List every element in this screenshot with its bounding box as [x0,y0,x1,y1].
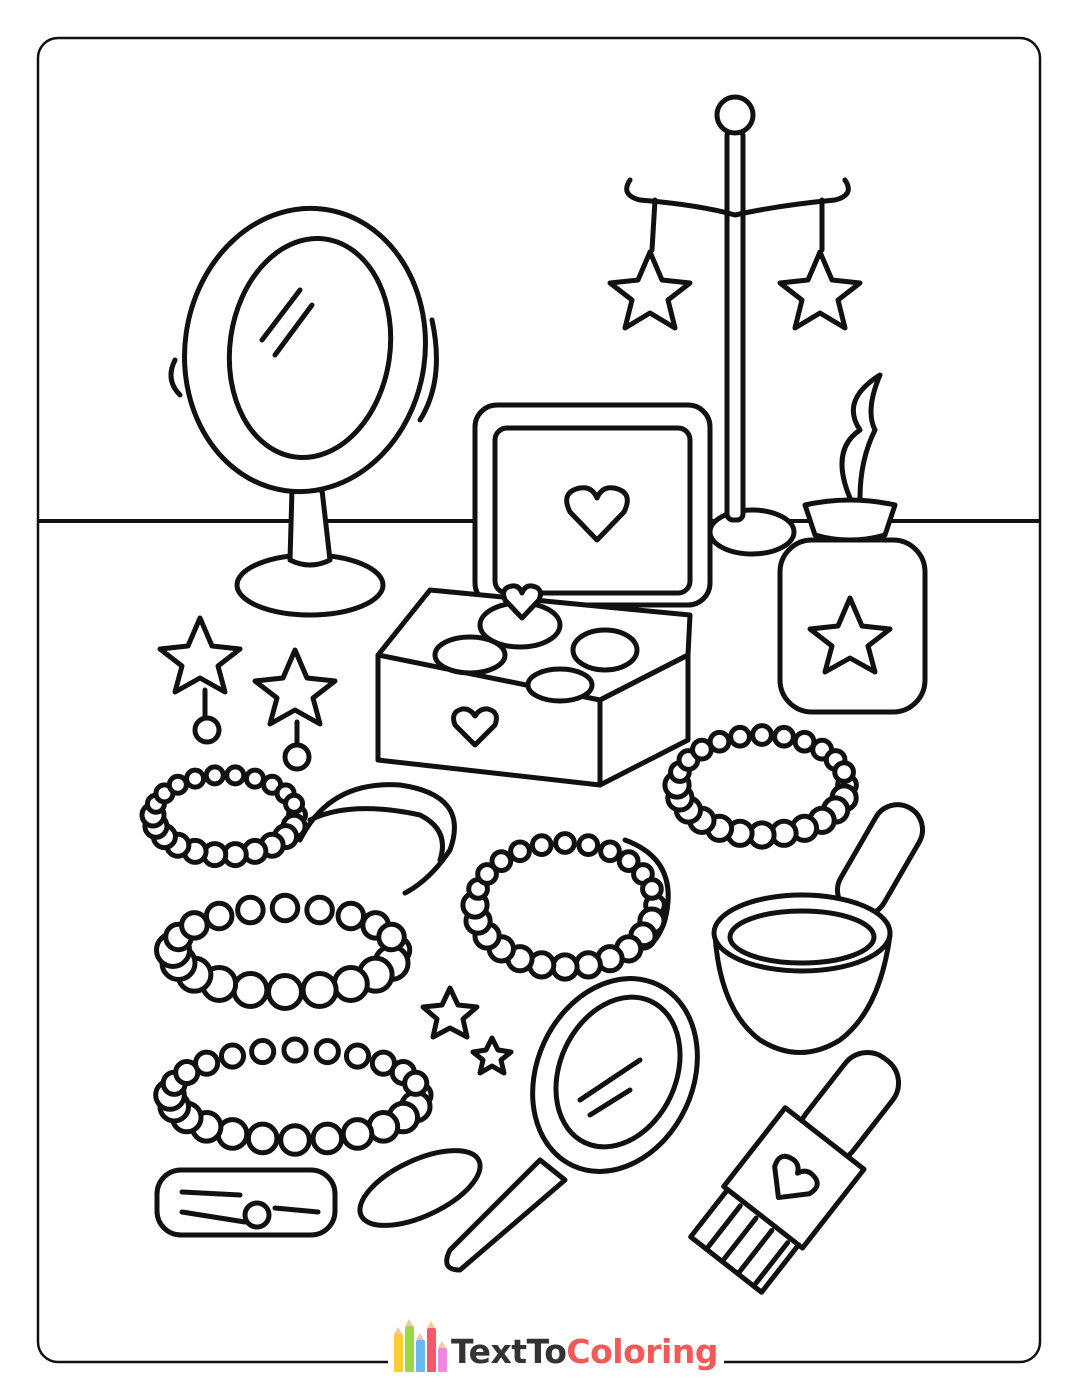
bead [203,764,226,787]
bead [243,767,266,790]
bead [376,921,407,953]
star-icon [807,595,893,675]
jewelry-stand [607,94,863,557]
bead [249,1037,277,1066]
star-decoration [470,1035,514,1076]
bead [193,1049,221,1077]
bead-bracelets [139,723,859,1157]
hand-mirror [444,976,700,1273]
bead [331,964,370,1003]
logo-text: TextToColoring [451,1332,718,1372]
bead [489,849,514,874]
bead [179,910,210,941]
perfume-bottle [777,372,928,715]
heart-icon [501,583,543,621]
bead [402,1069,430,1097]
bead [300,970,339,1009]
bead [278,1123,312,1157]
bead [235,894,266,926]
bead [640,877,664,901]
hair-clip [154,1167,338,1238]
bead [166,773,189,796]
logo-text-part1: TextTo [451,1332,567,1371]
bead [707,729,732,754]
bead [772,724,796,749]
bead [616,849,641,874]
star-earring-right [777,249,863,331]
star-decoration [420,985,480,1040]
bead [508,839,532,864]
bead [184,767,207,790]
bead [203,900,235,932]
bead [218,1042,247,1070]
bead [283,792,306,815]
bead [281,1036,309,1064]
bead [553,831,577,855]
bead [310,1121,345,1156]
logo-text-part2: Coloring [566,1332,718,1371]
compact-bowl [711,802,925,1055]
bead [313,1037,341,1066]
heart-icon [564,485,630,543]
bead [245,1121,280,1156]
headband [297,782,457,896]
bead [335,900,367,932]
bead [269,892,301,924]
brush [688,1050,902,1295]
jewelry-box [375,402,713,788]
bead [266,973,304,1011]
hair-tie [357,1148,483,1228]
bead [598,839,622,864]
bead [573,950,603,980]
bead [340,1117,375,1151]
bead [576,833,601,857]
heart-icon [451,706,499,748]
pencils-icon [394,1319,447,1372]
bead [224,764,247,787]
bead [550,952,580,982]
bead [529,833,554,857]
heart-icon [772,1153,820,1201]
bead [304,894,335,926]
texttocoloring-logo: TextToColoring [388,1319,724,1372]
bead [750,723,774,747]
bead [475,862,499,886]
bead [728,724,752,749]
star-stud-earrings [157,615,338,772]
vanity-mirror [168,205,439,618]
bracelet-band [622,837,671,949]
bead [343,1042,372,1070]
star-earring-left [607,249,693,331]
bead [231,970,270,1009]
bead [832,760,856,784]
